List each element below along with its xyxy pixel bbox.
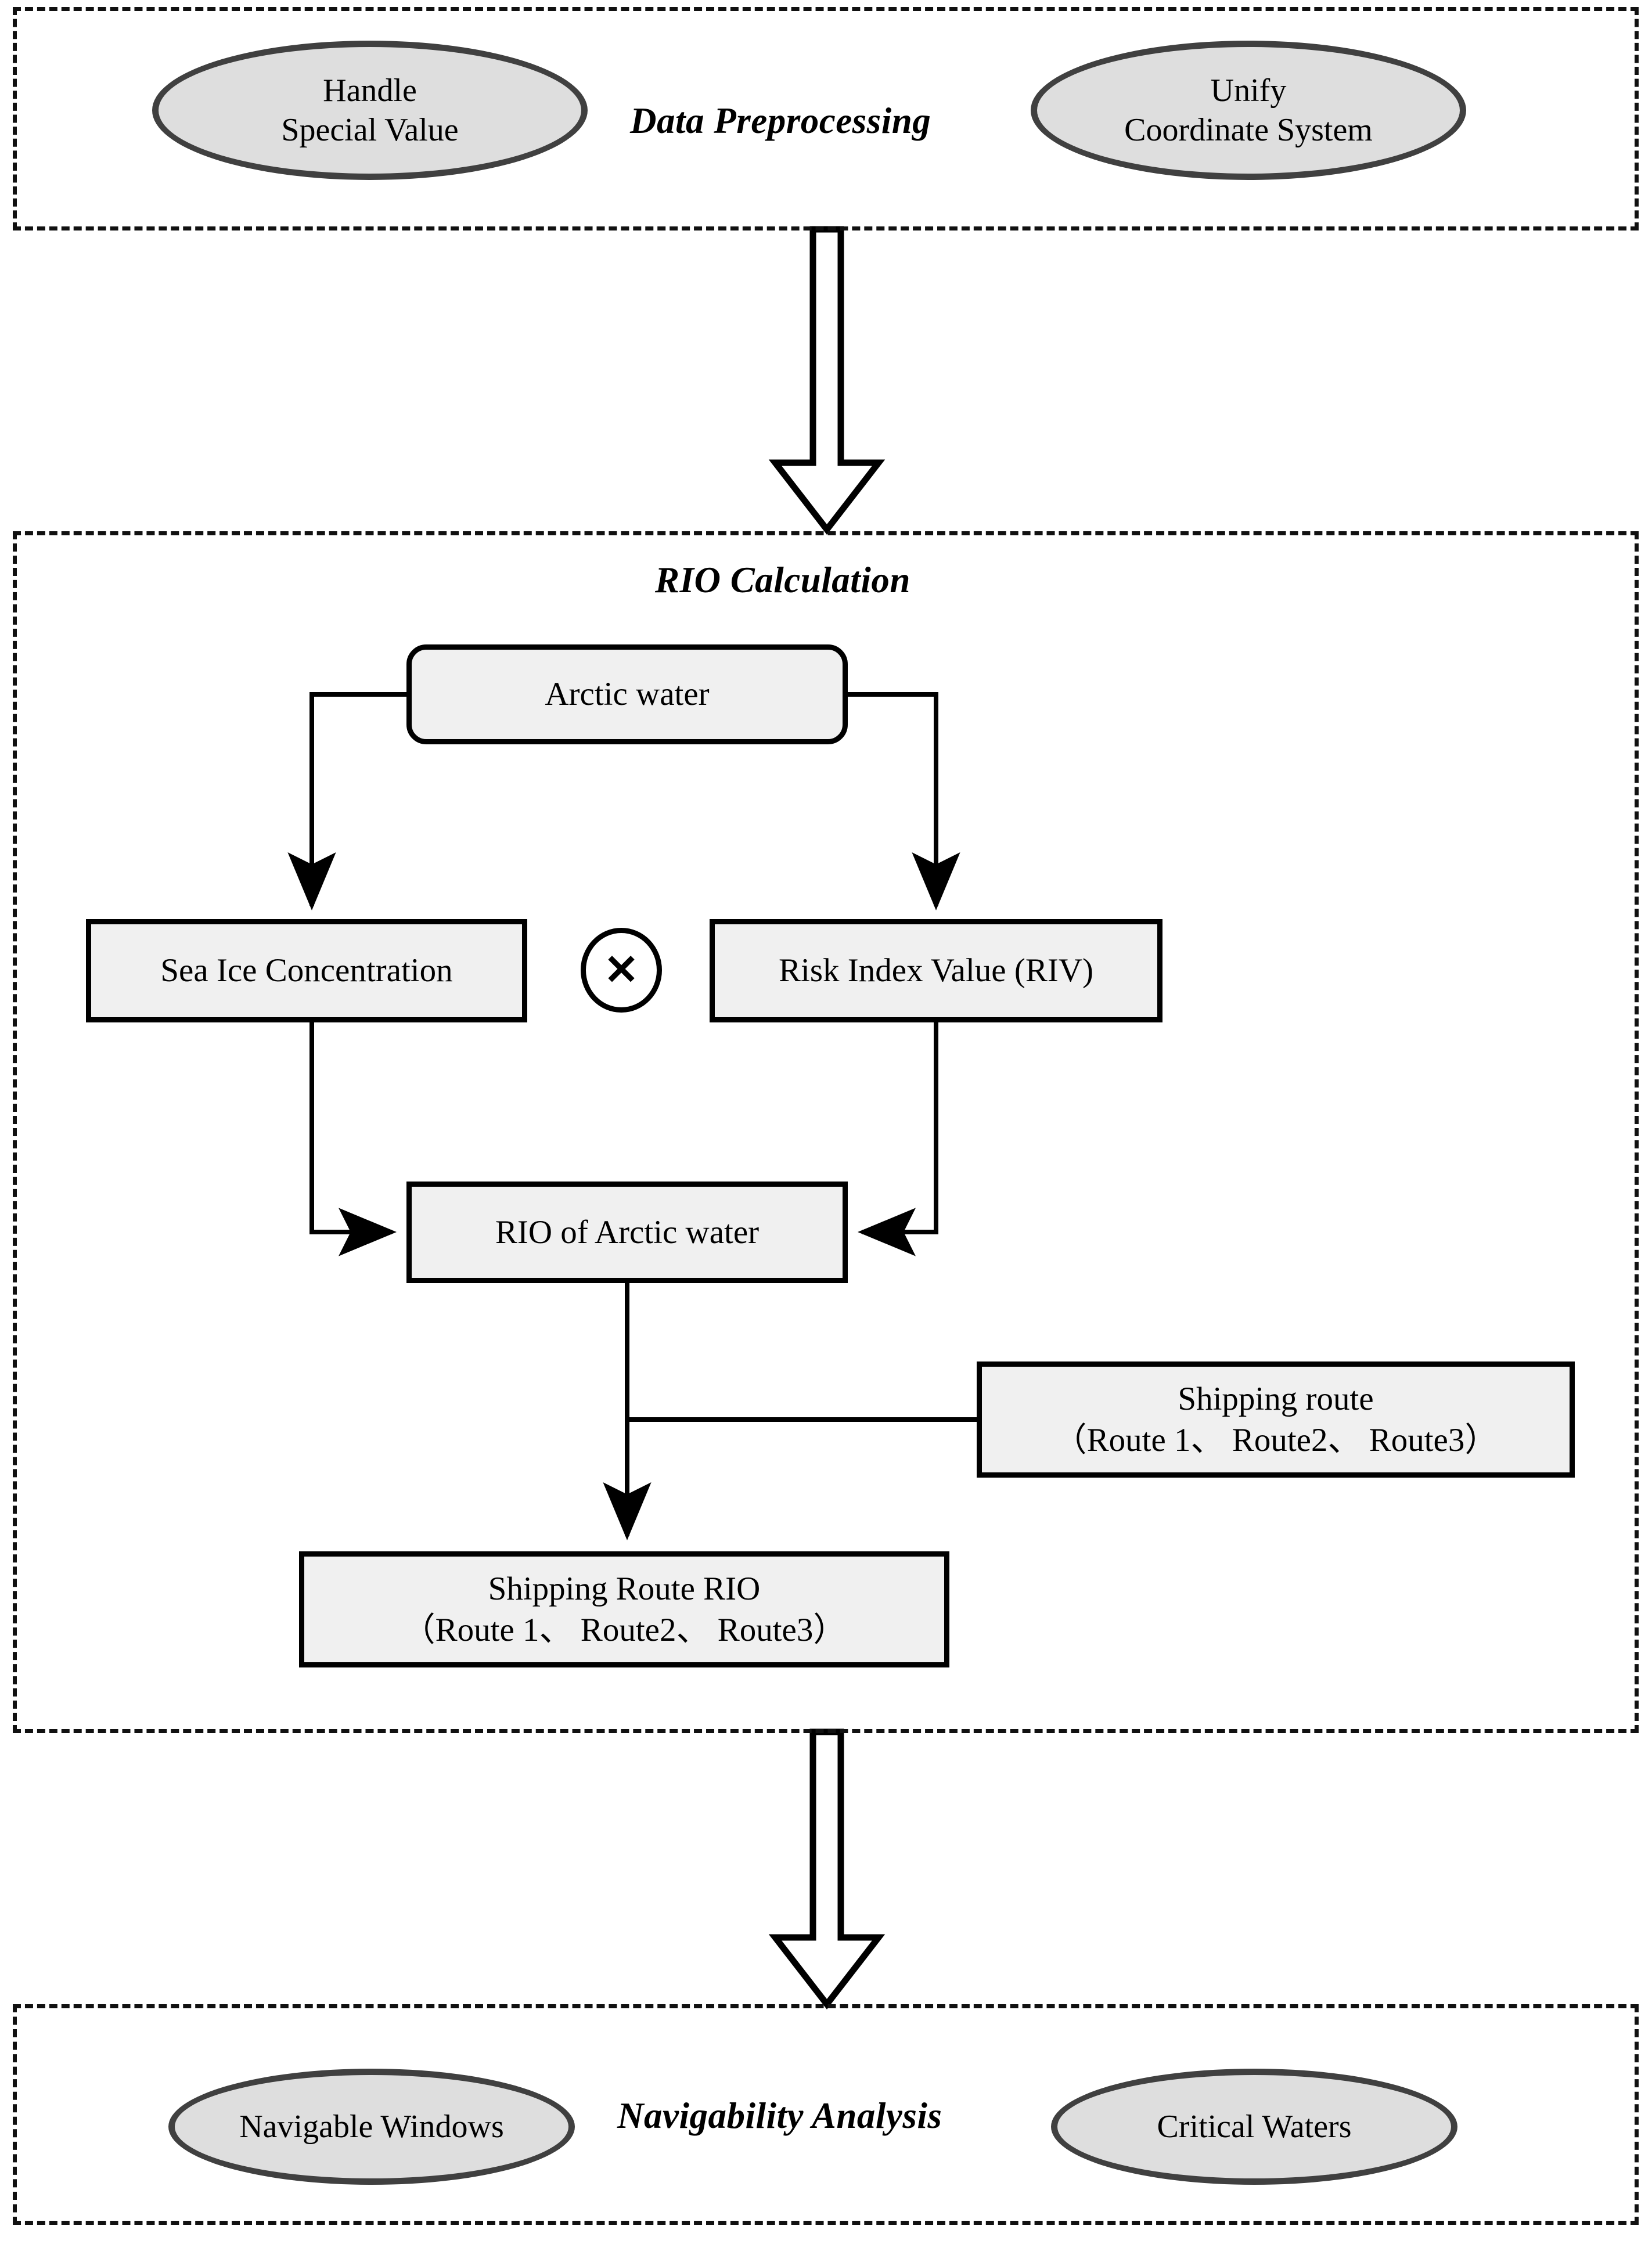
node-risk-index-value[interactable]: Risk Index Value (RIV) [710, 919, 1162, 1022]
block-arrow-preprocessing-to-rio [768, 226, 886, 535]
stage-title-navigability-analysis: Navigability Analysis [617, 2095, 942, 2136]
stage-data-preprocessing [13, 7, 1639, 230]
stage-rio-calculation [13, 531, 1639, 1733]
node-sea-ice-concentration[interactable]: Sea Ice Concentration [86, 919, 527, 1022]
block-arrow-rio-to-navigability [768, 1728, 886, 2009]
node-shipping-route-rio-label: Shipping Route RIO （Route 1、 Route2、 Rou… [402, 1568, 847, 1651]
node-navigable-windows-label: Navigable Windows [239, 2108, 504, 2145]
node-arctic-water[interactable]: Arctic water [406, 644, 848, 744]
node-critical-waters-label: Critical Waters [1157, 2108, 1352, 2145]
node-arctic-water-label: Arctic water [545, 676, 710, 713]
node-handle-special-value-line2: Special Value [281, 112, 459, 148]
node-unify-coordinate-system-label: Unify Coordinate System [1124, 71, 1373, 150]
node-shipping-route-rio[interactable]: Shipping Route RIO （Route 1、 Route2、 Rou… [299, 1551, 949, 1667]
node-shipping-route-line2: （Route 1、 Route2、 Route3） [1053, 1422, 1498, 1458]
node-risk-index-value-label: Risk Index Value (RIV) [779, 952, 1093, 989]
node-handle-special-value[interactable]: Handle Special Value [152, 41, 588, 180]
multiply-symbol: ✕ [603, 947, 639, 993]
node-navigable-windows[interactable]: Navigable Windows [168, 2069, 575, 2185]
node-rio-of-arctic-water-label: RIO of Arctic water [495, 1213, 760, 1251]
node-shipping-route-label: Shipping route （Route 1、 Route2、 Route3） [1054, 1378, 1498, 1461]
node-shipping-route-rio-line1: Shipping Route RIO [488, 1570, 761, 1607]
node-sea-ice-concentration-label: Sea Ice Concentration [160, 952, 453, 989]
node-shipping-route-line1: Shipping route [1178, 1380, 1374, 1417]
node-shipping-route-rio-line2: （Route 1、 Route2、 Route3） [402, 1612, 847, 1648]
node-unify-coordinate-system-line1: Unify [1210, 72, 1287, 109]
node-handle-special-value-line1: Handle [323, 72, 417, 109]
node-handle-special-value-label: Handle Special Value [281, 71, 458, 150]
stage-title-rio-calculation: RIO Calculation [655, 560, 910, 600]
stage-navigability-analysis [13, 2004, 1639, 2225]
node-shipping-route[interactable]: Shipping route （Route 1、 Route2、 Route3） [977, 1361, 1575, 1478]
multiply-operator-icon: ✕ [581, 928, 662, 1013]
node-unify-coordinate-system-line2: Coordinate System [1124, 112, 1373, 148]
stage-title-data-preprocessing: Data Preprocessing [630, 100, 931, 141]
node-critical-waters[interactable]: Critical Waters [1051, 2069, 1457, 2185]
node-unify-coordinate-system[interactable]: Unify Coordinate System [1031, 41, 1466, 180]
node-rio-of-arctic-water[interactable]: RIO of Arctic water [406, 1182, 848, 1283]
